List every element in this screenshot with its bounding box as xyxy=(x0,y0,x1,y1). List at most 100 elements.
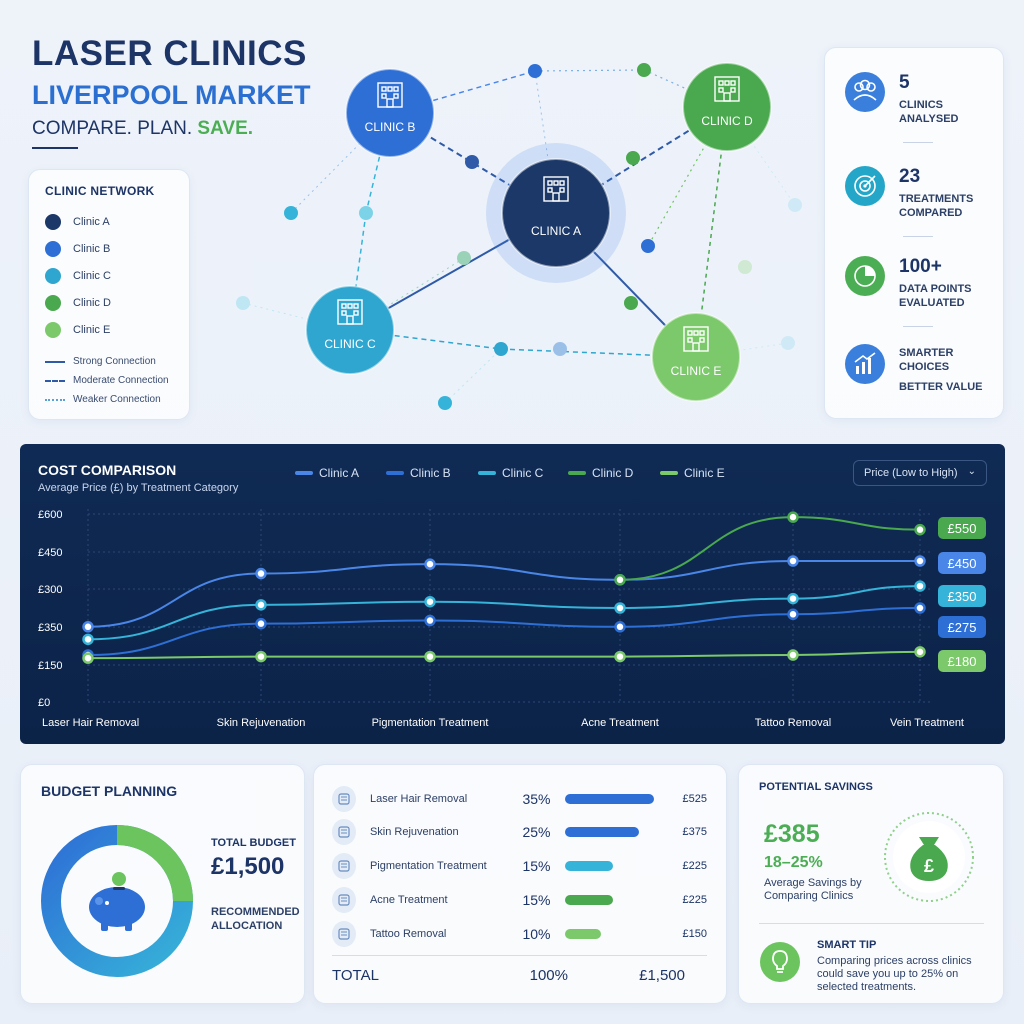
allocation-divider xyxy=(332,955,707,956)
chart-legend-item[interactable]: Clinic A xyxy=(295,466,359,480)
network-node-circle xyxy=(682,62,772,152)
allocation-name: Skin Rejuvenation xyxy=(369,826,459,838)
total-amount: £1,500 xyxy=(639,967,685,984)
data-point xyxy=(914,602,926,614)
chart-legend-item[interactable]: Clinic C xyxy=(478,466,543,480)
legend-connection: Weaker Connection xyxy=(45,394,161,405)
pie-chart-icon xyxy=(845,256,885,296)
legend-series-name: Clinic E xyxy=(684,466,725,480)
x-tick-label: Pigmentation Treatment xyxy=(372,717,489,729)
legend-dot xyxy=(45,268,61,284)
network-node-label: CLINIC B xyxy=(365,120,416,134)
legend-connection: Strong Connection xyxy=(45,356,156,367)
title-divider xyxy=(32,147,78,149)
stat-number: 23 xyxy=(899,166,921,187)
allocation-amount: £150 xyxy=(682,928,707,940)
chart-legend-item[interactable]: Clinic B xyxy=(386,466,451,480)
budget-title: BUDGET PLANNING xyxy=(41,783,178,799)
savings-title: POTENTIAL SAVINGS xyxy=(759,781,873,793)
network-connection xyxy=(349,212,367,331)
connection-line-sample xyxy=(45,360,65,363)
allocation-name: Acne Treatment xyxy=(369,894,448,906)
connection-line-sample xyxy=(45,379,65,382)
legend-label: Clinic B xyxy=(73,243,111,255)
allocation-amount: £225 xyxy=(682,860,707,872)
network-node-circle xyxy=(501,158,611,268)
allocation-bar-track xyxy=(564,895,657,905)
data-point xyxy=(424,595,436,608)
network-minor-node xyxy=(624,296,638,310)
network-minor-node xyxy=(626,151,640,165)
allocation-bar-track xyxy=(564,794,657,804)
legend-dot xyxy=(45,241,61,257)
allocation-amount: £225 xyxy=(682,894,707,906)
data-point xyxy=(82,633,94,646)
x-tick-label: Tattoo Removal xyxy=(755,717,831,729)
network-node-clinic-c: CLINIC C xyxy=(305,285,395,375)
piggy-bank-icon xyxy=(89,872,145,931)
stat-divider xyxy=(903,142,933,143)
data-point xyxy=(255,617,267,630)
network-connection xyxy=(534,69,645,72)
allocation-pct: 35% xyxy=(522,791,551,807)
sort-dropdown[interactable]: Price (Low to High) ⌄ xyxy=(853,460,987,486)
chart-legend-item[interactable]: Clinic D xyxy=(568,466,633,480)
data-point xyxy=(914,580,926,592)
allocation-bar-track xyxy=(564,929,657,939)
data-point xyxy=(255,567,267,580)
allocation-bar xyxy=(564,861,614,871)
end-value-badge xyxy=(938,616,986,638)
legend-series-name: Clinic B xyxy=(410,466,451,480)
end-value-label: £450 xyxy=(948,556,977,571)
chart-legend-item[interactable]: Clinic E xyxy=(660,466,725,480)
data-point xyxy=(255,650,267,663)
allocation-amount: £525 xyxy=(682,793,707,805)
legend-series-name: Clinic D xyxy=(592,466,634,480)
x-tick-label: Skin Rejuvenation xyxy=(217,717,306,729)
network-node-clinic-b: CLINIC B xyxy=(345,68,435,158)
network-node-label: CLINIC E xyxy=(671,364,722,378)
network-node-circle xyxy=(651,312,741,402)
data-point xyxy=(255,599,267,611)
budget-card: BUDGET PLANNING TOTAL BUDGET £1,500 RECO… xyxy=(20,764,305,1004)
money-bag-icon: £ xyxy=(884,812,974,902)
stat-label: ANALYSED xyxy=(899,113,959,125)
svg-text:£: £ xyxy=(924,856,934,876)
people-icon xyxy=(845,72,885,112)
allocation-bar-track xyxy=(564,827,657,837)
legend-dot xyxy=(45,295,61,311)
savings-divider xyxy=(759,923,984,924)
y-tick-label: £150 xyxy=(38,660,62,672)
legend-dot xyxy=(45,214,61,230)
data-point xyxy=(614,650,626,663)
network-minor-node xyxy=(494,342,508,356)
network-minor-node xyxy=(465,155,479,169)
data-point xyxy=(82,652,94,664)
legend-label: Clinic D xyxy=(73,297,111,309)
savings-description: Average Savings by Comparing Clinics xyxy=(764,877,884,903)
legend-label: Clinic A xyxy=(73,216,110,228)
target-icon xyxy=(845,166,885,206)
network-minor-node xyxy=(236,296,250,310)
network-node-label: CLINIC D xyxy=(701,114,753,128)
smart-tip-title: SMART TIP xyxy=(817,939,877,951)
allocation-bar xyxy=(564,827,640,837)
total-pct: 100% xyxy=(529,967,568,984)
network-connection xyxy=(365,112,391,214)
stat-label: BETTER VALUE xyxy=(899,381,983,393)
stat-number: 5 xyxy=(899,72,910,93)
y-tick-label: £350 xyxy=(38,622,62,634)
x-tick-label: Vein Treatment xyxy=(890,717,964,729)
data-point xyxy=(424,650,436,663)
network-node-label: CLINIC A xyxy=(531,224,581,238)
end-value-label: £350 xyxy=(948,589,977,604)
network-connection xyxy=(389,70,536,114)
page-title: LASER CLINICS xyxy=(32,34,307,73)
end-value-badge xyxy=(938,650,986,672)
